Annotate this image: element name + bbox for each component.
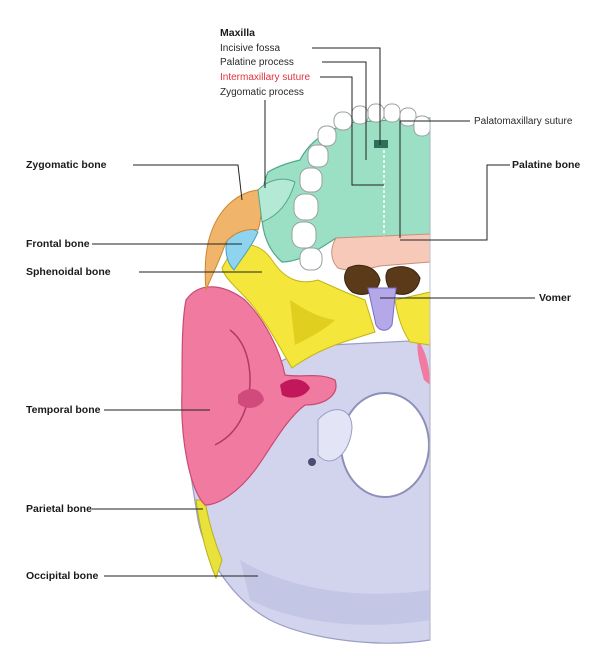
label-palatine-process: Palatine process [220, 57, 294, 68]
leader-lines [92, 47, 535, 577]
tooth [293, 193, 319, 221]
teeth [291, 103, 431, 271]
tooth [307, 144, 329, 168]
maxilla-zygomatic-process [257, 178, 296, 223]
tooth [413, 115, 431, 137]
occipital-shading [240, 560, 430, 625]
leader-incisive-fossa [312, 47, 381, 145]
label-temporal-bone: Temporal bone [26, 404, 101, 416]
label-sphenoidal-bone: Sphenoidal bone [26, 266, 111, 278]
tooth [299, 167, 323, 193]
tooth [291, 221, 317, 249]
label-zygomatic-process: Zygomatic process [220, 87, 304, 98]
labels: Maxilla Incisive fossa Palatine process … [26, 27, 580, 582]
tooth [299, 247, 323, 271]
temporal-detail [214, 329, 251, 446]
temporal-right-edge [417, 340, 430, 385]
leader-zygomatic-bone [133, 164, 243, 201]
foramen-magnum [340, 392, 430, 498]
tooth [367, 103, 385, 123]
label-palatine-bone: Palatine bone [512, 159, 580, 171]
mandibular-fossa [238, 388, 264, 408]
skull-illustration [181, 103, 431, 644]
palatine-bone-region [331, 233, 431, 271]
label-vomer: Vomer [539, 292, 571, 304]
tooth [317, 125, 337, 147]
leader-intermaxillary-suture [320, 76, 384, 186]
label-frontal-bone: Frontal bone [26, 238, 90, 250]
leader-palatine-bone [400, 164, 510, 241]
vomer-region [367, 287, 397, 331]
leader-palatomaxillary-suture [399, 120, 470, 238]
zygomatic-bone-region [204, 189, 262, 291]
incisive-fossa-mark [374, 140, 388, 148]
label-maxilla-title: Maxilla [220, 27, 255, 39]
label-intermaxillary-suture: Intermaxillary suture [220, 72, 310, 83]
leader-palatine-process [322, 61, 367, 160]
sphenoid-right [394, 291, 431, 346]
label-incisive-fossa: Incisive fossa [220, 43, 280, 54]
tooth [333, 111, 353, 131]
occipital-condyle [317, 409, 353, 462]
label-occipital-bone: Occipital bone [26, 570, 99, 582]
carotid-canal [280, 379, 310, 398]
hypoglossal-canal [308, 458, 316, 466]
choana-right [385, 266, 421, 295]
sphenoid-shading [290, 300, 335, 345]
tooth [383, 103, 401, 123]
parietal-bone-region [195, 499, 223, 580]
label-zygomatic-bone: Zygomatic bone [26, 159, 107, 171]
label-parietal-bone: Parietal bone [26, 503, 92, 515]
label-palatomaxillary-suture: Palatomaxillary suture [474, 116, 573, 127]
